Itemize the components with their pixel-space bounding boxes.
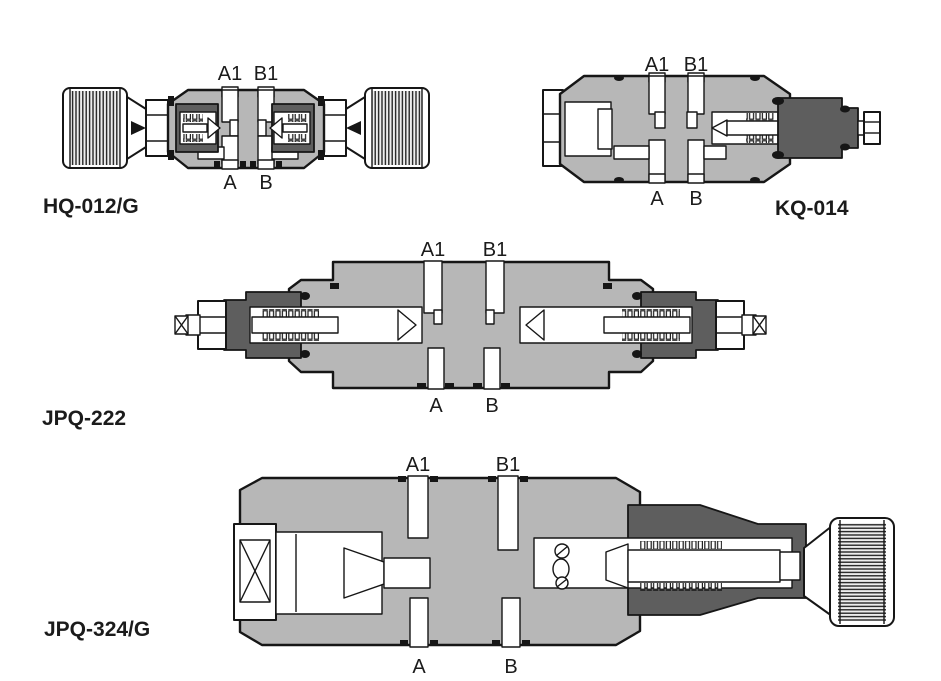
port-label-b1: B1 [684,54,708,76]
adjustment-screw-assembly [777,97,881,159]
model-label: JPQ-324/G [44,618,150,641]
port-label-b1: B1 [254,63,278,85]
seal-marks [398,476,530,646]
left-knurled-knob [62,87,169,169]
knurled-hand-knob [829,517,895,627]
valve-diagram-kq-014: A1 B1 A B KQ-014 [542,54,881,220]
relief-cartridge [711,111,783,145]
right-throttle-cartridge [519,306,693,344]
model-label: JPQ-222 [42,407,126,430]
port-label-b: B [504,656,517,678]
port-label-a: A [412,656,426,678]
port-label-a: A [650,188,664,210]
right-adjuster [715,300,767,350]
poppet [397,309,417,341]
port-label-a: A [429,395,443,417]
poppet [269,117,283,139]
valve-diagram-hq-012g: A1 B1 A B HQ-012/G [43,63,430,218]
pointer-triangle-icon [346,121,361,135]
left-throttle-cartridge [249,306,423,344]
poppet [207,117,221,139]
seal-marks [168,96,324,168]
port-label-b1: B1 [483,239,507,261]
poppet [605,543,629,589]
port-label-b: B [485,395,498,417]
port-label-a1: A1 [218,63,242,85]
seal-marks [300,283,642,389]
right-knurled-knob [323,87,430,169]
model-label: HQ-012/G [43,195,139,218]
left-check-cartridge [175,103,221,153]
port-label-a1: A1 [645,54,669,76]
valve-diagram-jpq-324g: A1 B1 A B JPQ-324/G [44,454,895,678]
left-end-cap [233,523,431,621]
right-check-cartridge [269,103,315,153]
seal-marks [614,75,850,183]
valve-diagram-jpq-222: A1 B1 A B JPQ-222 [42,239,767,430]
port-label-a: A [223,172,237,194]
port-label-b1: B1 [496,454,520,476]
left-cavity [564,101,613,157]
port-label-b: B [259,172,272,194]
valve-body [287,260,655,390]
poppet [525,309,545,341]
hex-screw-head [863,111,881,145]
port-label-a1: A1 [421,239,445,261]
left-adjuster [174,300,227,350]
model-label: KQ-014 [775,197,849,220]
knob-bell [803,525,833,617]
port-label-a1: A1 [406,454,430,476]
flow-channels [613,72,727,184]
port-label-b: B [689,188,702,210]
spool-bore [533,537,801,591]
flow-channels [407,475,521,648]
flow-channels [423,260,505,390]
pointer-triangle-icon [131,121,146,135]
